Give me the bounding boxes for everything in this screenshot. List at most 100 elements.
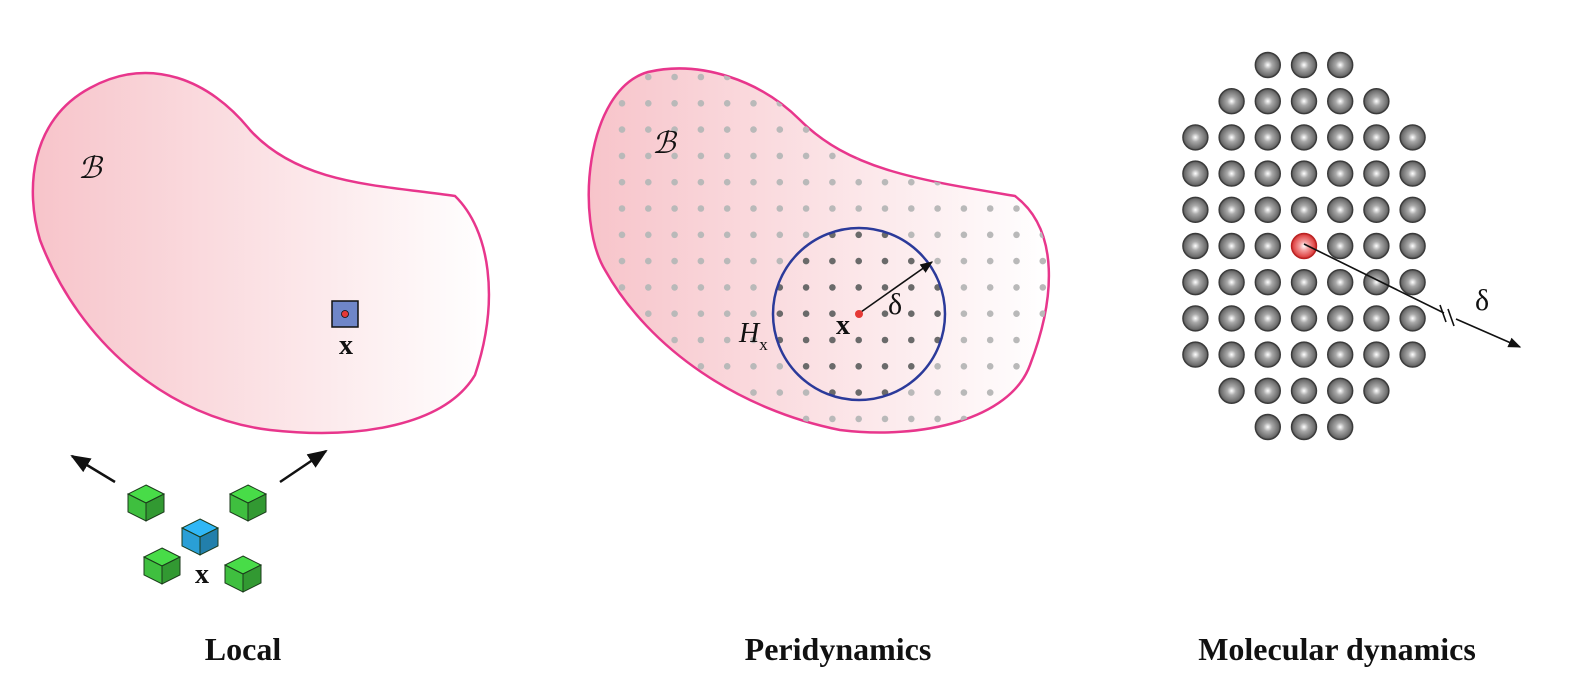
body-particle [934, 126, 941, 133]
body-particle [829, 152, 836, 160]
atom [1363, 124, 1390, 151]
atom [1290, 124, 1318, 151]
body-particle [645, 363, 652, 370]
body-particle [908, 126, 915, 133]
body-particle [750, 152, 757, 160]
local-material-point-dot [341, 310, 349, 318]
atom [1399, 341, 1426, 368]
horizon-particle [881, 284, 889, 291]
atom [1399, 305, 1426, 332]
atom [1254, 232, 1282, 260]
body-particle [855, 178, 862, 186]
body-particle [723, 152, 731, 160]
body-particle [671, 284, 678, 291]
body-particle [776, 126, 784, 133]
cube-face-right [247, 493, 267, 522]
body-particle [1039, 363, 1047, 370]
body-particle [645, 389, 652, 396]
body-particle [1066, 153, 1073, 160]
local-cube-cluster [126, 484, 268, 593]
body-particle [986, 336, 994, 344]
body-particle [881, 126, 889, 133]
body-particle [697, 205, 705, 212]
body-particle [723, 336, 731, 344]
local-cluster-label: x [195, 559, 209, 590]
body-particle [723, 310, 731, 318]
body-particle [986, 415, 994, 423]
body-particle [671, 310, 678, 318]
body-particle [723, 178, 731, 186]
horizon-particle [802, 336, 810, 344]
body-particle [1066, 363, 1073, 370]
body-particle [1039, 257, 1047, 265]
atom [1363, 269, 1390, 296]
body-particle [986, 73, 994, 81]
body-particle [723, 231, 731, 239]
body-particle [645, 126, 652, 133]
atom [1182, 341, 1209, 368]
body-particle [855, 442, 862, 449]
horizon-particle [802, 257, 810, 265]
body-particle [908, 152, 915, 160]
atom [1182, 124, 1209, 151]
body-particle [1013, 442, 1020, 449]
cutoff-line-segment-1 [1303, 243, 1445, 314]
atom [1218, 341, 1245, 368]
body-particle [960, 336, 968, 344]
body-particle [934, 231, 941, 239]
horizon-particle [908, 257, 915, 265]
horizon-particle [934, 310, 941, 318]
cube-face-right [242, 564, 262, 593]
body-particle [1013, 284, 1020, 291]
body-particle [750, 336, 757, 344]
body-particle [1066, 442, 1073, 449]
body-particle [960, 310, 968, 318]
body-particle [934, 363, 941, 370]
body-particle [697, 363, 705, 370]
atom [1399, 232, 1426, 260]
horizon-particle [855, 284, 862, 291]
body-particle [881, 415, 889, 423]
body-particle [671, 336, 678, 344]
body-particle [1039, 100, 1047, 107]
body-particle [802, 100, 810, 107]
cube-green [228, 484, 268, 522]
atom [1399, 196, 1426, 224]
body-particle [697, 415, 705, 423]
atom [1363, 305, 1390, 332]
atom [1254, 124, 1282, 151]
horizon-label-main: H [738, 318, 761, 349]
body-particle [618, 310, 626, 318]
horizon-particle [881, 310, 889, 318]
local-point-label: x [339, 330, 353, 361]
body-particle [1013, 73, 1020, 81]
body-particle [697, 152, 705, 160]
horizon-radius-label: δ [888, 288, 902, 321]
body-particle [1040, 442, 1047, 449]
atom [1254, 413, 1282, 441]
body-particle [618, 100, 626, 107]
cube-green [142, 547, 182, 585]
body-particle [750, 231, 757, 239]
body-particle [750, 442, 757, 449]
horizon-particle [881, 257, 889, 265]
atom [1363, 377, 1390, 404]
body-particle [960, 73, 968, 81]
body-particle [697, 126, 705, 133]
body-particle [960, 363, 968, 370]
body-particle [750, 126, 757, 133]
body-particle [908, 415, 915, 423]
body-particle [618, 363, 626, 370]
body-particle [750, 284, 757, 291]
body-particle [776, 231, 784, 239]
body-particle [1013, 100, 1020, 107]
atom [1399, 160, 1426, 187]
body-particle [986, 100, 994, 107]
atom [1182, 232, 1209, 260]
body-particle [618, 415, 626, 423]
body-particle [671, 231, 678, 239]
body-particle [986, 310, 994, 318]
local-material-point-square [331, 300, 359, 328]
body-particle [645, 257, 652, 265]
